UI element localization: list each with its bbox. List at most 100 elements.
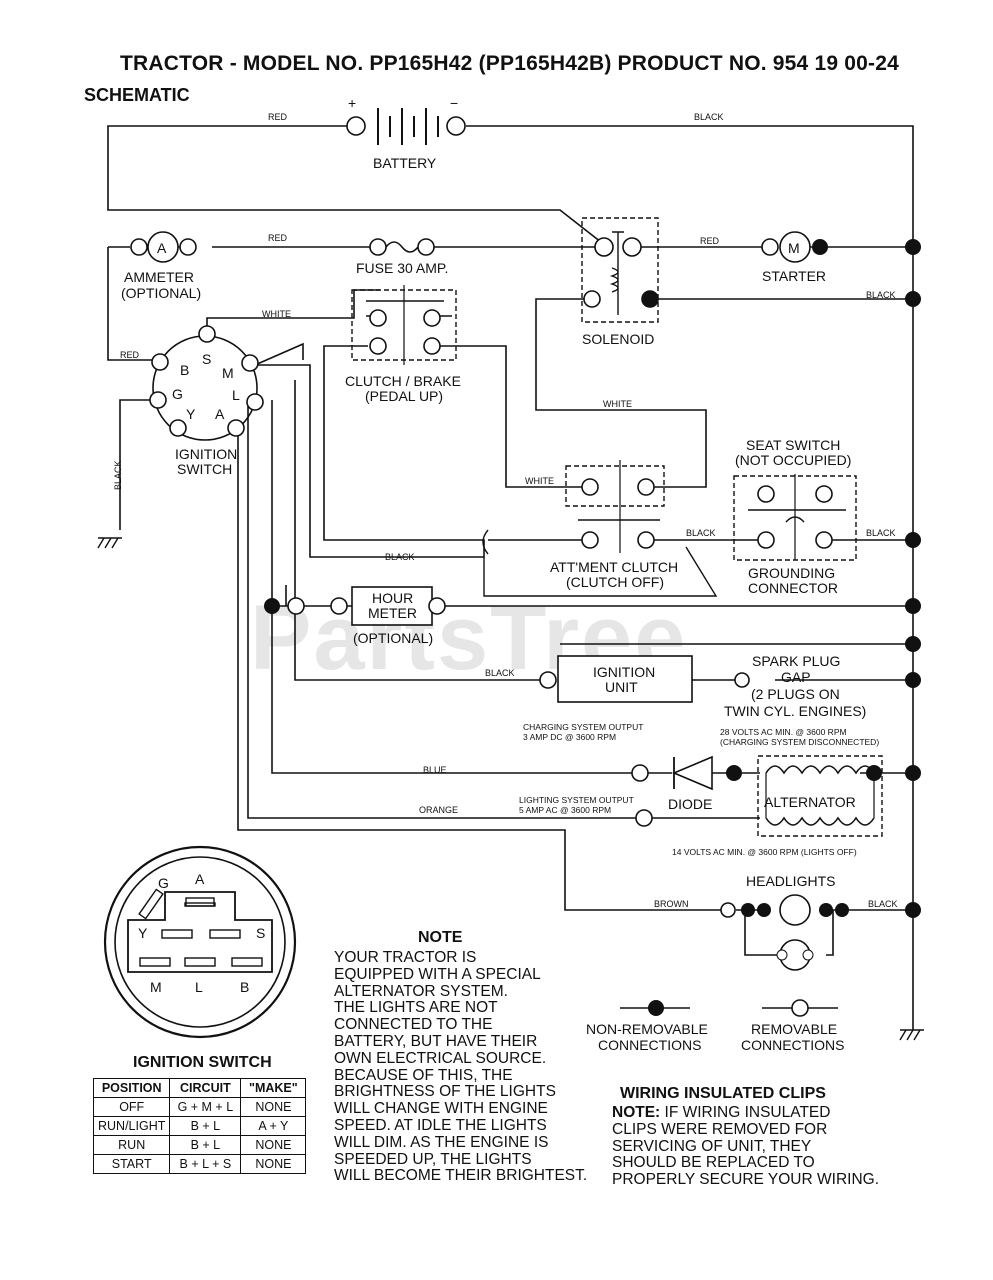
clutch-brake-switch — [351, 285, 457, 365]
wiring-clips-lead: NOTE: — [612, 1104, 661, 1121]
table-cell: RUN/LIGHT — [92, 1116, 171, 1136]
wire-label-black: BLACK — [385, 552, 415, 562]
charging-ac-note: (CHARGING SYSTEM DISCONNECTED) — [720, 737, 879, 747]
starter: M — [761, 231, 828, 263]
ammeter-label: AMMETER — [124, 269, 194, 285]
component-labels: BATTERY AMMETER (OPTIONAL) FUSE 30 AMP. … — [121, 155, 879, 889]
charging-output-value: 3 AMP DC @ 3600 RPM — [523, 732, 616, 742]
legend-removable-label: REMOVABLE — [751, 1021, 837, 1037]
solenoid — [581, 217, 659, 323]
hour-meter — [264, 586, 446, 626]
ignition-unit — [539, 655, 750, 703]
wiring-clips-line: CLIPS WERE REMOVED FOR — [612, 1120, 828, 1138]
clutch-brake-state-label: (PEDAL UP) — [365, 388, 443, 404]
wiring-clips-line: NOTE: IF WIRING INSULATED — [612, 1104, 879, 1122]
battery-label: BATTERY — [373, 155, 437, 171]
fuse-label: FUSE 30 AMP. — [356, 260, 448, 276]
ignition-switch-title: IGNITION SWITCH — [133, 1054, 272, 1071]
note-line: BECAUSE OF THIS, THE — [334, 1066, 513, 1084]
seat-switch-label: SEAT SWITCH — [746, 437, 840, 453]
ammeter-optional-label: (OPTIONAL) — [121, 285, 201, 301]
table-cell: START — [92, 1154, 171, 1174]
table-header: "MAKE" — [240, 1078, 307, 1098]
charging-output-label: CHARGING SYSTEM OUTPUT — [523, 722, 643, 732]
table-cell: RUN — [92, 1135, 171, 1155]
attachment-clutch-state-label: (CLUTCH OFF) — [566, 574, 664, 590]
wire-label-black: BLACK — [866, 290, 896, 300]
pin-s: S — [256, 925, 265, 941]
pin-a: A — [195, 871, 205, 887]
terminal-m: M — [222, 365, 234, 381]
hour-meter-optional-label: (OPTIONAL) — [353, 630, 433, 646]
wiring-clips-body: NOTE: IF WIRING INSULATED CLIPS WERE REM… — [612, 1104, 879, 1189]
brown-headlight-wire — [237, 425, 724, 911]
table-cell: NONE — [240, 1154, 307, 1174]
table-cell: G + M + L — [169, 1097, 242, 1117]
note-title: NOTE — [418, 929, 463, 946]
note-line: WILL CHANGE WITH ENGINE — [334, 1100, 548, 1118]
wire-label-black: BLACK — [694, 112, 724, 122]
ignition-switch-table: POSITION CIRCUIT "MAKE" OFF G + M + L NO… — [92, 1078, 307, 1174]
fuse-icon — [369, 238, 435, 256]
spark-plug-twin-label: TWIN CYL. ENGINES) — [724, 703, 866, 719]
pin-b: B — [240, 979, 249, 995]
note-line: YOUR TRACTOR IS — [334, 949, 477, 966]
solenoid-label: SOLENOID — [582, 331, 654, 347]
ignition-switch-connector: G A Y S M L B — [103, 845, 297, 1039]
attachment-clutch-label: ATT'MENT CLUTCH — [550, 559, 678, 575]
headlights — [720, 894, 849, 971]
grounding-connector-label-2: CONNECTOR — [748, 580, 838, 596]
ignition-unit-label: IGNITION — [593, 664, 655, 680]
ammeter: A — [130, 231, 197, 263]
charging-ac-label: 28 VOLTS AC MIN. @ 3600 RPM — [720, 727, 847, 737]
note-line: THE LIGHTS ARE NOT — [334, 999, 498, 1017]
note-line: WILL BECOME THEIR BRIGHTEST. — [334, 1167, 588, 1185]
battery-negative-label: − — [450, 95, 458, 111]
terminal-a: A — [215, 406, 225, 422]
wire-label-black: BLACK — [868, 899, 898, 909]
seat-switch-state-label: (NOT OCCUPIED) — [735, 452, 851, 468]
note-line: EQUIPPED WITH A SPECIAL — [334, 965, 541, 983]
page-subtitle: SCHEMATIC — [84, 85, 190, 105]
hour-meter-label: HOUR — [372, 590, 413, 606]
wire-label-black: BLACK — [686, 528, 716, 538]
note-line: BATTERY, BUT HAVE THEIR — [334, 1032, 538, 1050]
red-battery-wire — [107, 125, 607, 247]
ground-junctions — [905, 239, 921, 918]
table-row: OFF G + M + L NONE — [92, 1097, 307, 1117]
attachment-clutch — [482, 460, 718, 597]
note-body: YOUR TRACTOR IS EQUIPPED WITH A SPECIAL … — [334, 949, 588, 1185]
pin-y: Y — [138, 925, 148, 941]
table-cell: B + L — [169, 1116, 242, 1136]
wires — [107, 125, 914, 1030]
wire-label-black: BLACK — [113, 460, 123, 490]
grounding-connector-label: GROUNDING — [748, 565, 835, 581]
orange-lighting-wire — [247, 400, 640, 819]
wire-label-orange: ORANGE — [419, 805, 458, 815]
note-line: SPEEDED UP, THE LIGHTS — [334, 1150, 532, 1168]
wire-label-white: WHITE — [525, 476, 554, 486]
table-row: RUN B + L NONE — [92, 1135, 307, 1155]
wire-label-blue: BLUE — [423, 765, 447, 775]
black-ground-bus — [466, 125, 914, 1030]
spark-plug-gap-label: GAP — [781, 669, 811, 685]
spark-plug-count-label: (2 PLUGS ON — [751, 686, 840, 702]
wire-label-white: WHITE — [262, 309, 291, 319]
lighting-output-value: 5 AMP AC @ 3600 RPM — [519, 805, 611, 815]
diode-icon — [631, 755, 742, 791]
table-header-row: POSITION CIRCUIT "MAKE" — [92, 1078, 307, 1098]
table-cell: NONE — [240, 1135, 307, 1155]
ignition-switch-label: IGNITION — [175, 446, 237, 462]
wiring-clips-line: PROPERLY SECURE YOUR WIRING. — [612, 1171, 879, 1189]
legend-symbols — [620, 999, 838, 1017]
ground-icon — [97, 537, 924, 1041]
wire-label-red: RED — [700, 236, 720, 246]
terminal-b: B — [180, 362, 189, 378]
lighting-output-label: LIGHTING SYSTEM OUTPUT — [519, 795, 634, 805]
note-line: BRIGHTNESS OF THE LIGHTS — [334, 1083, 556, 1101]
wire-label-black: BLACK — [866, 528, 896, 538]
black-ignition-ground — [119, 399, 158, 530]
wire-labels: RED BLACK RED RED BLACK RED WHITE WHITE … — [113, 112, 898, 909]
ammeter-symbol: A — [157, 240, 167, 256]
